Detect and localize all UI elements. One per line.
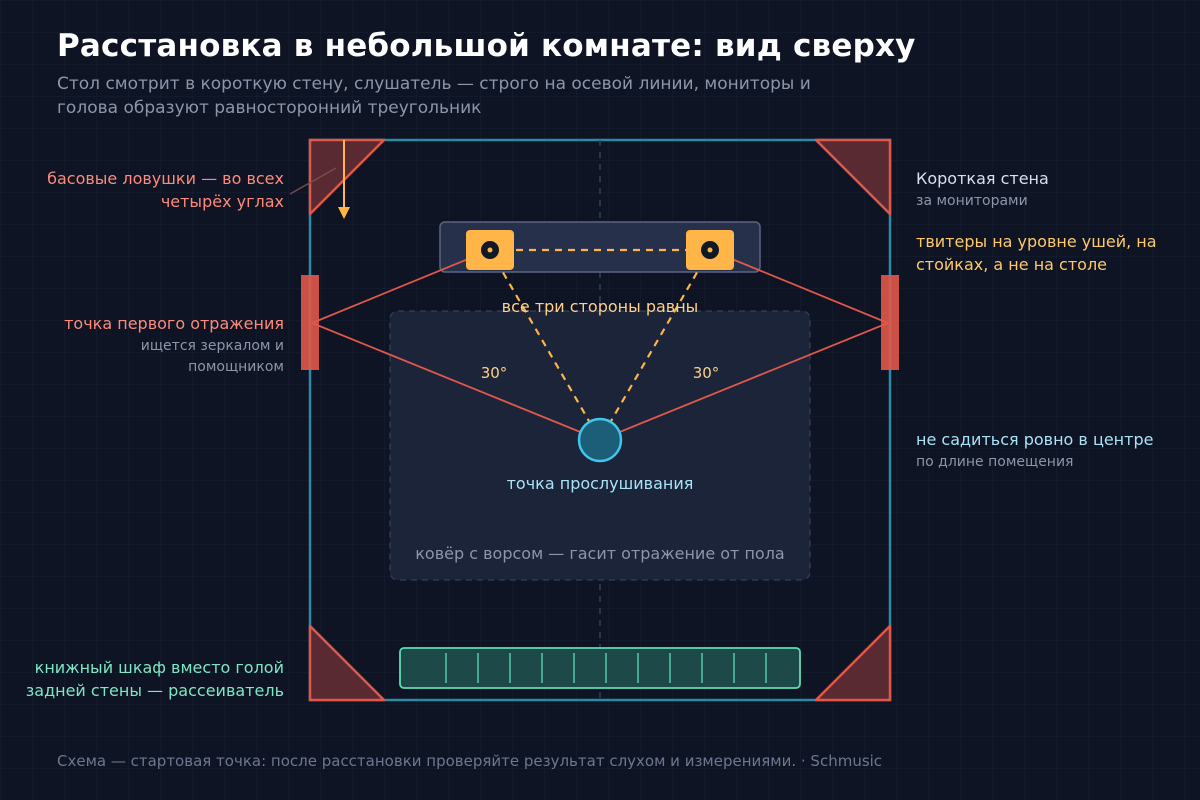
page-subtitle: Стол смотрит в короткую стену, слушатель… [57,74,811,118]
arrow-head-icon [338,207,350,219]
short-wall-sub: за мониторами [916,193,1028,209]
bookshelf [399,647,801,689]
bass-trap-bottom-left [308,624,386,702]
speaker-dot-icon [487,247,493,253]
reflection-path-right [599,249,891,441]
not-center-sub: по длине помещения [916,454,1074,470]
not-center-title: не садиться ровно в центре [916,430,1154,449]
bass-trap-top-left [308,138,386,216]
reflection-path-left [309,249,601,441]
angle-label-left: 30° [481,364,508,382]
first-reflection-title: точка первого отражения [64,314,284,333]
desk [439,221,761,273]
bass-trap-top-right [814,138,892,216]
tweeters-label: твитеры на уровне ушей, на стойках, а не… [916,232,1157,274]
short-wall-title: Короткая стена [916,169,1049,188]
reflection-panel-left [301,275,319,370]
reflection-panel-right [881,275,899,370]
bass-trap-pointer [289,167,337,195]
triangle-label: все три стороны равны [502,297,699,316]
bookshelf-label: книжный шкаф вместо голой задней стены —… [25,658,284,700]
bookshelf-dividers [445,653,767,683]
listening-point-label: точка прослушивания [507,474,694,493]
bass-trap-bottom-right [814,624,892,702]
footer-note: Схема — стартовая точка: после расстанов… [57,752,883,770]
bass-traps-label: басовые ловушки — во всех четырёх углах [47,169,284,211]
listener-head-icon [577,417,623,463]
triangle-side-right [599,249,711,441]
triangle-side-left [489,249,601,441]
rug-label: ковёр с ворсом — гасит отражение от пола [415,544,784,563]
speaker-dot-icon [707,247,713,253]
angle-label-right: 30° [693,364,720,382]
page-title: Расстановка в небольшой комнате: вид све… [57,28,916,64]
first-reflection-sub: ищется зеркалом и помощником [140,338,284,375]
